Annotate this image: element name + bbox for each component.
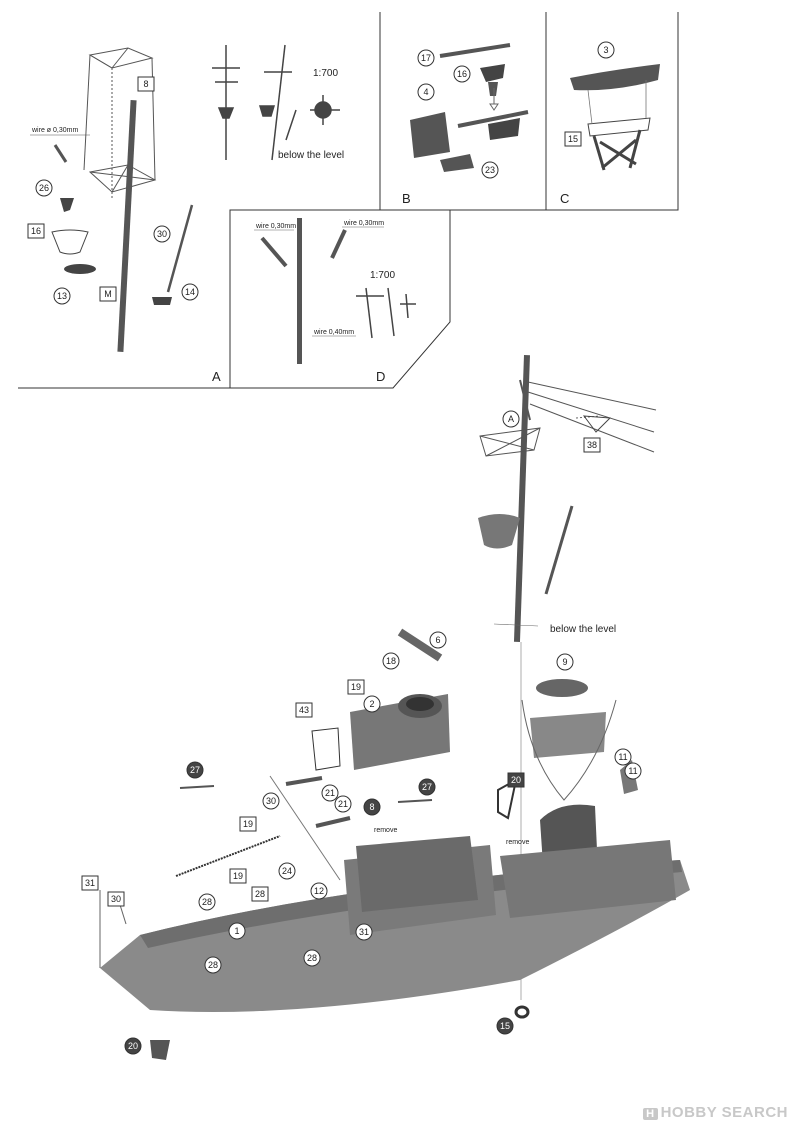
svg-text:43: 43 — [299, 705, 309, 715]
callouts-panel-c: 3 15 — [564, 41, 615, 147]
panel-d-letter: D — [376, 369, 385, 384]
panel-c: C — [560, 64, 660, 206]
svg-text:27: 27 — [190, 765, 200, 775]
svg-text:11: 11 — [628, 766, 637, 776]
panel-frames — [18, 12, 679, 389]
svg-text:19: 19 — [233, 871, 243, 881]
svg-text:15: 15 — [500, 1021, 510, 1031]
below-level-main: below the level — [550, 624, 616, 635]
svg-text:38: 38 — [587, 440, 597, 450]
svg-text:20: 20 — [128, 1041, 138, 1051]
panel-c-letter: C — [560, 191, 569, 206]
watermark-text: HOBBY SEARCH — [660, 1104, 788, 1121]
svg-text:28: 28 — [307, 953, 317, 963]
svg-text:28: 28 — [202, 897, 212, 907]
svg-text:31: 31 — [85, 878, 95, 888]
svg-text:M: M — [104, 289, 112, 299]
remove-label-1: remove — [374, 827, 397, 834]
svg-text:3: 3 — [603, 45, 608, 55]
panel-a: wire ø 0,30mm 1:700 below the level A — [30, 44, 344, 384]
svg-text:2: 2 — [369, 699, 374, 709]
panel-d: wire 0,30mm wire 0,30mm wire 0,40mm 1:70… — [254, 218, 416, 384]
svg-text:19: 19 — [351, 682, 361, 692]
svg-text:20: 20 — [511, 775, 521, 785]
svg-text:12: 12 — [314, 886, 324, 896]
wire-label: wire ø 0,30mm — [31, 127, 78, 134]
panel-b: B — [402, 43, 529, 206]
svg-text:19: 19 — [243, 819, 253, 829]
svg-text:A: A — [508, 414, 514, 424]
svg-text:23: 23 — [485, 165, 495, 175]
svg-text:14: 14 — [185, 287, 195, 297]
svg-text:31: 31 — [359, 927, 369, 937]
svg-text:4: 4 — [423, 87, 428, 97]
wire-label-d-left: wire 0,30mm — [255, 223, 296, 230]
svg-text:28: 28 — [208, 960, 218, 970]
svg-text:30: 30 — [111, 894, 121, 904]
callouts-panel-b: 17 16 4 23 — [417, 49, 499, 179]
scale-label-a: 1:700 — [313, 68, 338, 79]
panel-a-letter: A — [212, 369, 221, 384]
svg-text:1: 1 — [234, 926, 239, 936]
wire-label-d-right: wire 0,30mm — [343, 220, 384, 227]
svg-text:13: 13 — [57, 291, 67, 301]
svg-text:28: 28 — [255, 889, 265, 899]
svg-text:17: 17 — [421, 53, 431, 63]
svg-text:11: 11 — [618, 752, 627, 762]
remove-label-2: remove — [506, 839, 529, 846]
below-level-a: below the level — [278, 150, 344, 161]
panel-b-letter: B — [402, 191, 411, 206]
main-assembly: below the level remove remove — [99, 354, 690, 1060]
svg-text:21: 21 — [325, 788, 335, 798]
callouts-main: A 38 6 18 19 2 43 9 11 11 27 27 30 21 21… — [81, 410, 642, 1055]
svg-text:30: 30 — [157, 229, 167, 239]
svg-text:8: 8 — [369, 802, 374, 812]
scale-label-d: 1:700 — [370, 270, 395, 281]
callouts-panel-a: 8 26 16 13 M 30 14 — [27, 76, 199, 305]
svg-text:30: 30 — [266, 796, 276, 806]
svg-text:6: 6 — [435, 635, 440, 645]
svg-text:18: 18 — [386, 656, 396, 666]
svg-text:8: 8 — [143, 79, 148, 89]
svg-text:27: 27 — [422, 782, 432, 792]
wire-label-d-bottom: wire 0,40mm — [313, 329, 354, 336]
svg-text:16: 16 — [457, 69, 467, 79]
svg-text:16: 16 — [31, 226, 41, 236]
svg-text:24: 24 — [282, 866, 292, 876]
svg-text:21: 21 — [338, 799, 348, 809]
svg-text:15: 15 — [568, 134, 578, 144]
watermark-badge: H — [643, 1108, 658, 1120]
svg-text:9: 9 — [562, 657, 567, 667]
svg-text:26: 26 — [39, 183, 49, 193]
